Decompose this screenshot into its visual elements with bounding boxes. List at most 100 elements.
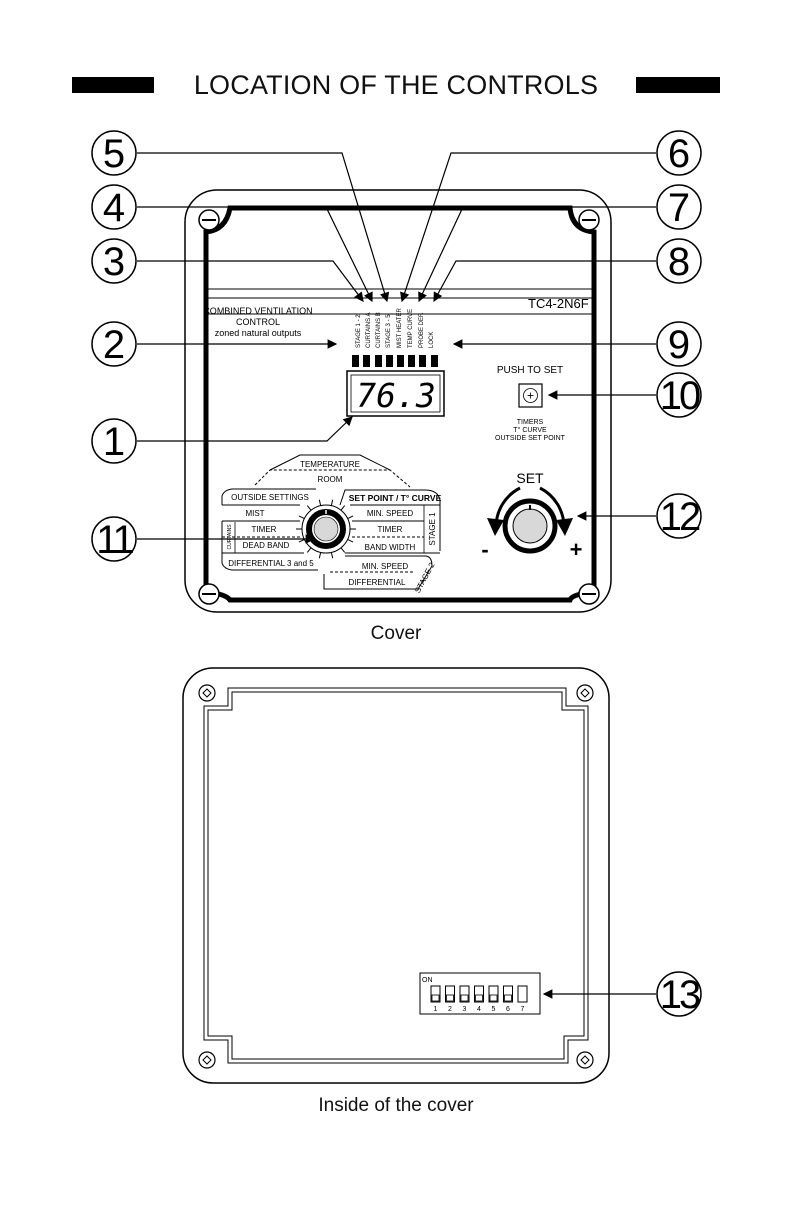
callout-marker: 2 [91, 321, 137, 367]
title-bar-left [72, 77, 154, 93]
callout-marker: 1 [91, 418, 137, 464]
callout-marker: 7 [656, 184, 702, 230]
selector-label: MIST [245, 509, 264, 518]
selector-tick [340, 505, 346, 511]
screw-icon [576, 1051, 594, 1069]
callout-marker: 8 [656, 238, 702, 284]
dip-switch[interactable]: 5 [488, 985, 499, 1013]
title-bar-right [636, 77, 720, 93]
selector-label: TIMER [252, 525, 277, 534]
selector-tick [306, 505, 312, 511]
callout-number: 1 [103, 420, 125, 464]
selector-knob[interactable] [301, 504, 351, 554]
screw-icon [576, 684, 594, 702]
plus-icon: + [527, 389, 534, 403]
screw-icon [198, 1051, 216, 1069]
selector-label: TEMPERATURE [300, 460, 360, 469]
callout-number: 5 [103, 132, 125, 176]
led-indicator [431, 355, 438, 367]
dip-switch[interactable]: 7 [517, 985, 528, 1013]
led-indicator [363, 355, 370, 367]
selector-tick [347, 515, 354, 520]
dip-number: 4 [477, 1006, 481, 1013]
callout-marker: 12 [656, 493, 703, 539]
callout-number: 3 [103, 240, 125, 284]
screw-icon [578, 209, 600, 231]
callout-marker: 4 [91, 184, 137, 230]
led-labels: STAGE 1 - 2 CURTAINS A CURTAINS B STAGE 3 -… [356, 308, 435, 348]
dip-switch[interactable]: 1 [430, 985, 441, 1013]
callout-number: 13 [660, 973, 700, 1017]
led-indicator [419, 355, 426, 367]
selector-label: DIFFERENTIAL [349, 578, 406, 587]
callout-number: 6 [668, 132, 690, 176]
dip-on-label: ON [422, 977, 433, 984]
dip-number: 3 [463, 1006, 467, 1013]
callout-number: 4 [103, 186, 125, 230]
selector-tick [340, 547, 346, 553]
selector-label: BAND WIDTH [365, 543, 416, 552]
dip-number: 5 [492, 1006, 496, 1013]
dip-number: 6 [506, 1006, 510, 1013]
selector-label: OUTSIDE SETTINGS [231, 493, 309, 502]
set-knob[interactable] [502, 498, 558, 554]
push-to-set-button[interactable]: + [518, 383, 543, 408]
led-indicator [397, 355, 404, 367]
callout-marker: 13 [656, 971, 703, 1017]
screw-icon [198, 684, 216, 702]
led-label: CURTAINS A [366, 313, 372, 348]
model-number: TC4-2N6F [528, 296, 589, 311]
led-indicator [352, 355, 359, 367]
led-label: CURTAINS B [376, 312, 382, 348]
led-label: TEMP CURVE [408, 309, 414, 348]
selector-tick [306, 547, 312, 553]
arrow-right-icon [556, 518, 573, 536]
cover-caption: Cover [370, 623, 422, 644]
selector-tick [318, 552, 322, 559]
led-indicators [352, 355, 438, 367]
selector-label: ROOM [318, 475, 343, 484]
led-label: STAGE 1 - 2 [356, 314, 362, 348]
dip-switch[interactable]: 4 [474, 985, 484, 1013]
selector-tick [330, 499, 334, 506]
page-header: LOCATION OF THE CONTROLS [72, 68, 720, 102]
push-info: T° CURVE [513, 426, 547, 434]
dip-switch[interactable]: 6 [503, 985, 513, 1013]
selector-label: SET POINT / T° CURVE [349, 493, 442, 503]
led-label: PROBE DEF. [419, 312, 425, 348]
inside-cover-caption: Inside of the cover [318, 1095, 474, 1116]
dip-switch[interactable]: 2 [445, 985, 455, 1013]
parameter-selector: TEMPERATURE ROOM OUTSIDE SETTINGS MIST T… [221, 454, 442, 595]
selector-ticks [296, 499, 356, 559]
dip-switch[interactable]: 3 [459, 985, 470, 1013]
callout-marker: 11 [91, 516, 137, 562]
set-label: SET [516, 470, 544, 486]
cover-panel: TC4-2N6F COMBINED VENTILATION CONTROL zo… [184, 189, 612, 613]
screw-icon [578, 583, 600, 605]
callout-lines [137, 152, 656, 999]
brand-line: zoned natural outputs [215, 328, 302, 338]
led-indicator [408, 355, 415, 367]
page-title: LOCATION OF THE CONTROLS [193, 70, 599, 100]
push-info: TIMERS [517, 419, 544, 426]
selector-tick [318, 499, 322, 506]
led-indicator [386, 355, 393, 367]
lcd-display: 76.3 [346, 370, 445, 417]
arrow-left-icon [487, 518, 504, 536]
minus-icon: - [481, 537, 488, 562]
callout-marker: 9 [656, 321, 702, 367]
led-label: MIST HEATER [397, 308, 403, 348]
callout-number: 9 [668, 323, 690, 367]
selector-group-label: CURTAINS [227, 524, 233, 550]
led-indicator [375, 355, 382, 367]
selector-tick [298, 538, 305, 543]
plus-icon: + [570, 537, 583, 562]
selector-tick [347, 538, 354, 543]
callout-marker: 3 [91, 238, 137, 284]
display-value: 76.3 [356, 376, 435, 415]
led-label: STAGE 3 - 5 [386, 314, 392, 348]
callout-number: 10 [660, 374, 700, 418]
